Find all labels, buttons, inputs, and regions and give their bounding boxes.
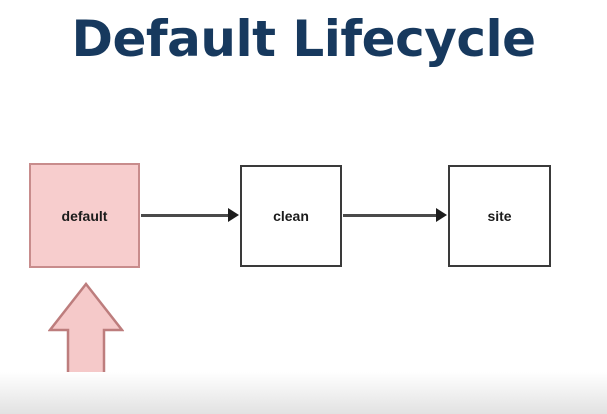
page-title: Default Lifecycle	[71, 10, 536, 68]
arrowhead-icon-clean-to-site	[436, 208, 447, 222]
arrowhead-icon-default-to-clean	[228, 208, 239, 222]
player-bottom-bar	[0, 372, 607, 414]
flowchart-node-clean-label: clean	[273, 208, 309, 224]
flowchart-node-default[interactable]: default	[29, 163, 140, 268]
connector-clean-to-site	[343, 214, 441, 217]
flowchart-node-site[interactable]: site	[448, 165, 551, 267]
flowchart-node-site-label: site	[487, 208, 512, 224]
flowchart-node-clean[interactable]: clean	[240, 165, 342, 267]
up-arrow-icon	[48, 282, 124, 388]
connector-default-to-clean	[141, 214, 233, 217]
flowchart-node-default-label: default	[61, 207, 108, 224]
